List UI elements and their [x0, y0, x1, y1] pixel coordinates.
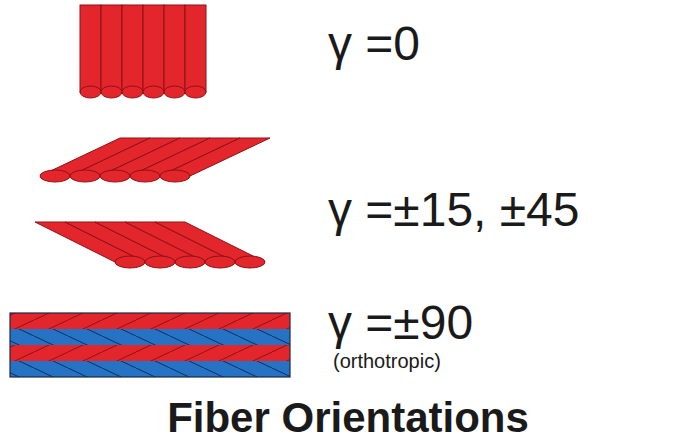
diagram-title: Fiber Orientations [167, 397, 529, 439]
fiber [185, 5, 206, 92]
laminate-outline [10, 313, 290, 377]
fiber-bundle-up-right [40, 138, 270, 182]
fiber-bundle-0deg [80, 5, 206, 98]
fiber-end [143, 86, 164, 98]
fiber-end [80, 86, 101, 98]
fiber-end [185, 86, 206, 98]
fiber-end [115, 256, 145, 268]
fiber-end [164, 86, 185, 98]
fiber [143, 5, 164, 92]
fiber-end [175, 256, 205, 268]
fiber [101, 5, 122, 92]
title-box: Fiber Orientations [0, 397, 696, 439]
fiber-end [122, 86, 143, 98]
note-label: (orthotropic) [333, 351, 441, 371]
fiber-end [160, 170, 190, 182]
label-box: γ =±90 [328, 299, 473, 347]
fiber [80, 5, 101, 92]
fiber-end [235, 256, 265, 268]
laminate-layers [10, 313, 290, 377]
label-box: γ =±15, ±45 [328, 186, 580, 234]
fiber-end [145, 256, 175, 268]
fiber-bundle-down-right [35, 222, 265, 268]
blue-ply [10, 361, 290, 377]
fiber [164, 5, 185, 92]
red-ply [10, 313, 290, 329]
fiber [122, 5, 143, 92]
red-ply [10, 345, 290, 361]
fiber-end [205, 256, 235, 268]
fiber-end [100, 170, 130, 182]
fiber-end [40, 170, 70, 182]
fiber-end [130, 170, 160, 182]
label-box: γ =0 [328, 20, 420, 68]
angle-label: γ =±15, ±45 [328, 186, 580, 234]
blue-ply [10, 329, 290, 345]
angle-label: γ =0 [328, 20, 420, 68]
fiber-end [70, 170, 100, 182]
label-box: (orthotropic) [333, 351, 441, 372]
angle-label: γ =±90 [328, 299, 473, 347]
fiber-end [101, 86, 122, 98]
